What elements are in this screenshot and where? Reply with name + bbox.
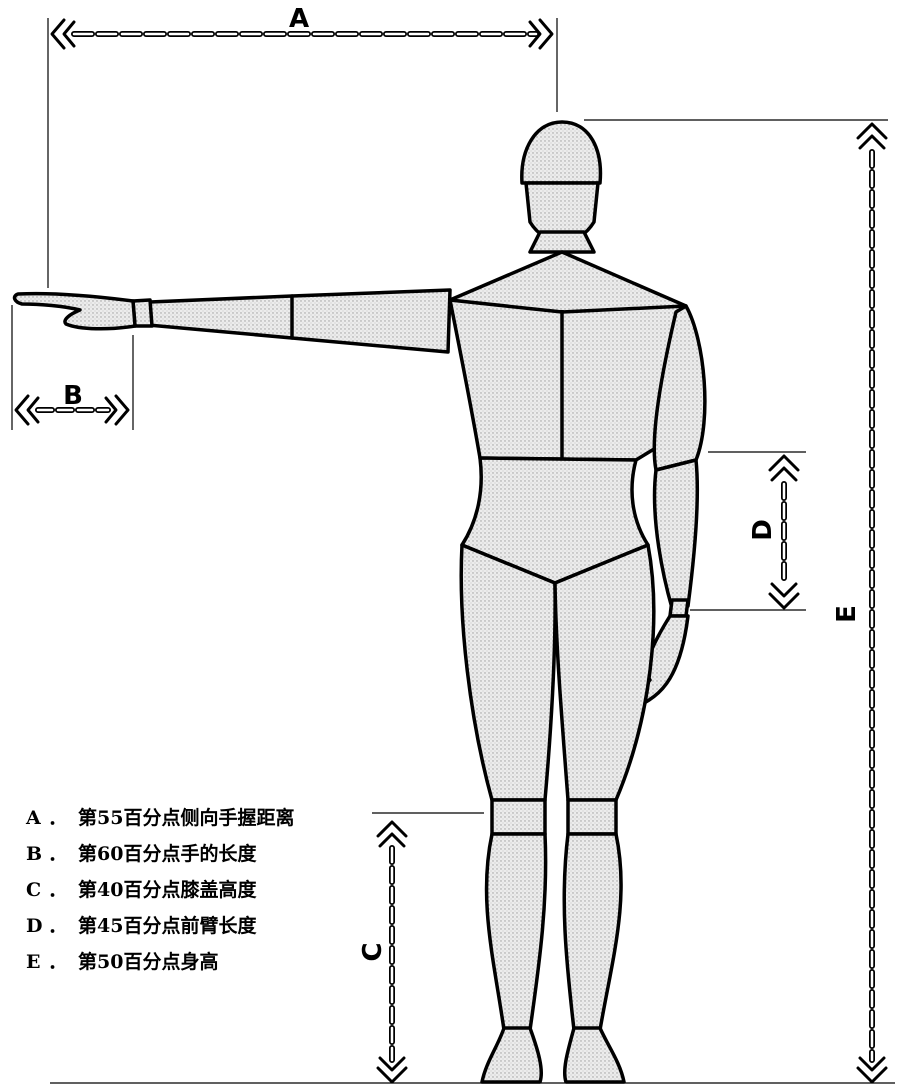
legend: A．第55百分点侧向手握距离 B．第60百分点手的长度 C．第40百分点膝盖高度…	[26, 800, 294, 980]
extended-forearm	[148, 296, 292, 338]
legend-item-d: D．第45百分点前臂长度	[26, 908, 294, 944]
extended-upper-arm	[287, 290, 450, 352]
legend-text: 第60百分点手的长度	[78, 843, 256, 865]
dimension-c-letter: C	[358, 942, 388, 961]
dimension-a-letter: A	[289, 4, 309, 34]
left-lower-leg	[487, 834, 546, 1030]
head	[522, 122, 601, 183]
legend-separator: ．	[48, 944, 78, 980]
neck	[530, 232, 594, 252]
legend-text: 第55百分点侧向手握距离	[78, 807, 294, 829]
legend-text: 第50百分点身高	[78, 951, 218, 973]
legend-separator: ．	[48, 836, 78, 872]
dimension-d-letter: D	[748, 519, 778, 541]
right-thigh	[555, 545, 654, 800]
legend-separator: ．	[48, 908, 78, 944]
extended-hand	[15, 294, 135, 329]
legend-key: B	[26, 836, 48, 872]
dimension-e-arrow	[858, 124, 886, 1082]
legend-key: A	[26, 800, 48, 836]
legend-item-e: E．第50百分点身高	[26, 944, 294, 980]
legend-text: 第45百分点前臂长度	[78, 915, 256, 937]
right-knee	[568, 800, 616, 834]
legend-item-a: A．第55百分点侧向手握距离	[26, 800, 294, 836]
hanging-wrist	[670, 600, 688, 616]
legend-key: D	[26, 908, 48, 944]
left-thigh	[461, 545, 555, 800]
dimension-b-letter: B	[63, 381, 83, 411]
dimension-e-letter: E	[832, 605, 862, 623]
legend-separator: ．	[48, 800, 78, 836]
hanging-forearm	[655, 460, 698, 608]
legend-item-b: B．第60百分点手的长度	[26, 836, 294, 872]
legend-item-c: C．第40百分点膝盖高度	[26, 872, 294, 908]
right-foot	[565, 1028, 624, 1082]
left-knee	[492, 800, 545, 834]
legend-separator: ．	[48, 872, 78, 908]
legend-text: 第40百分点膝盖高度	[78, 879, 256, 901]
left-foot	[482, 1028, 541, 1082]
legend-key: E	[26, 944, 48, 980]
right-lower-leg	[564, 834, 621, 1030]
legend-key: C	[26, 872, 48, 908]
